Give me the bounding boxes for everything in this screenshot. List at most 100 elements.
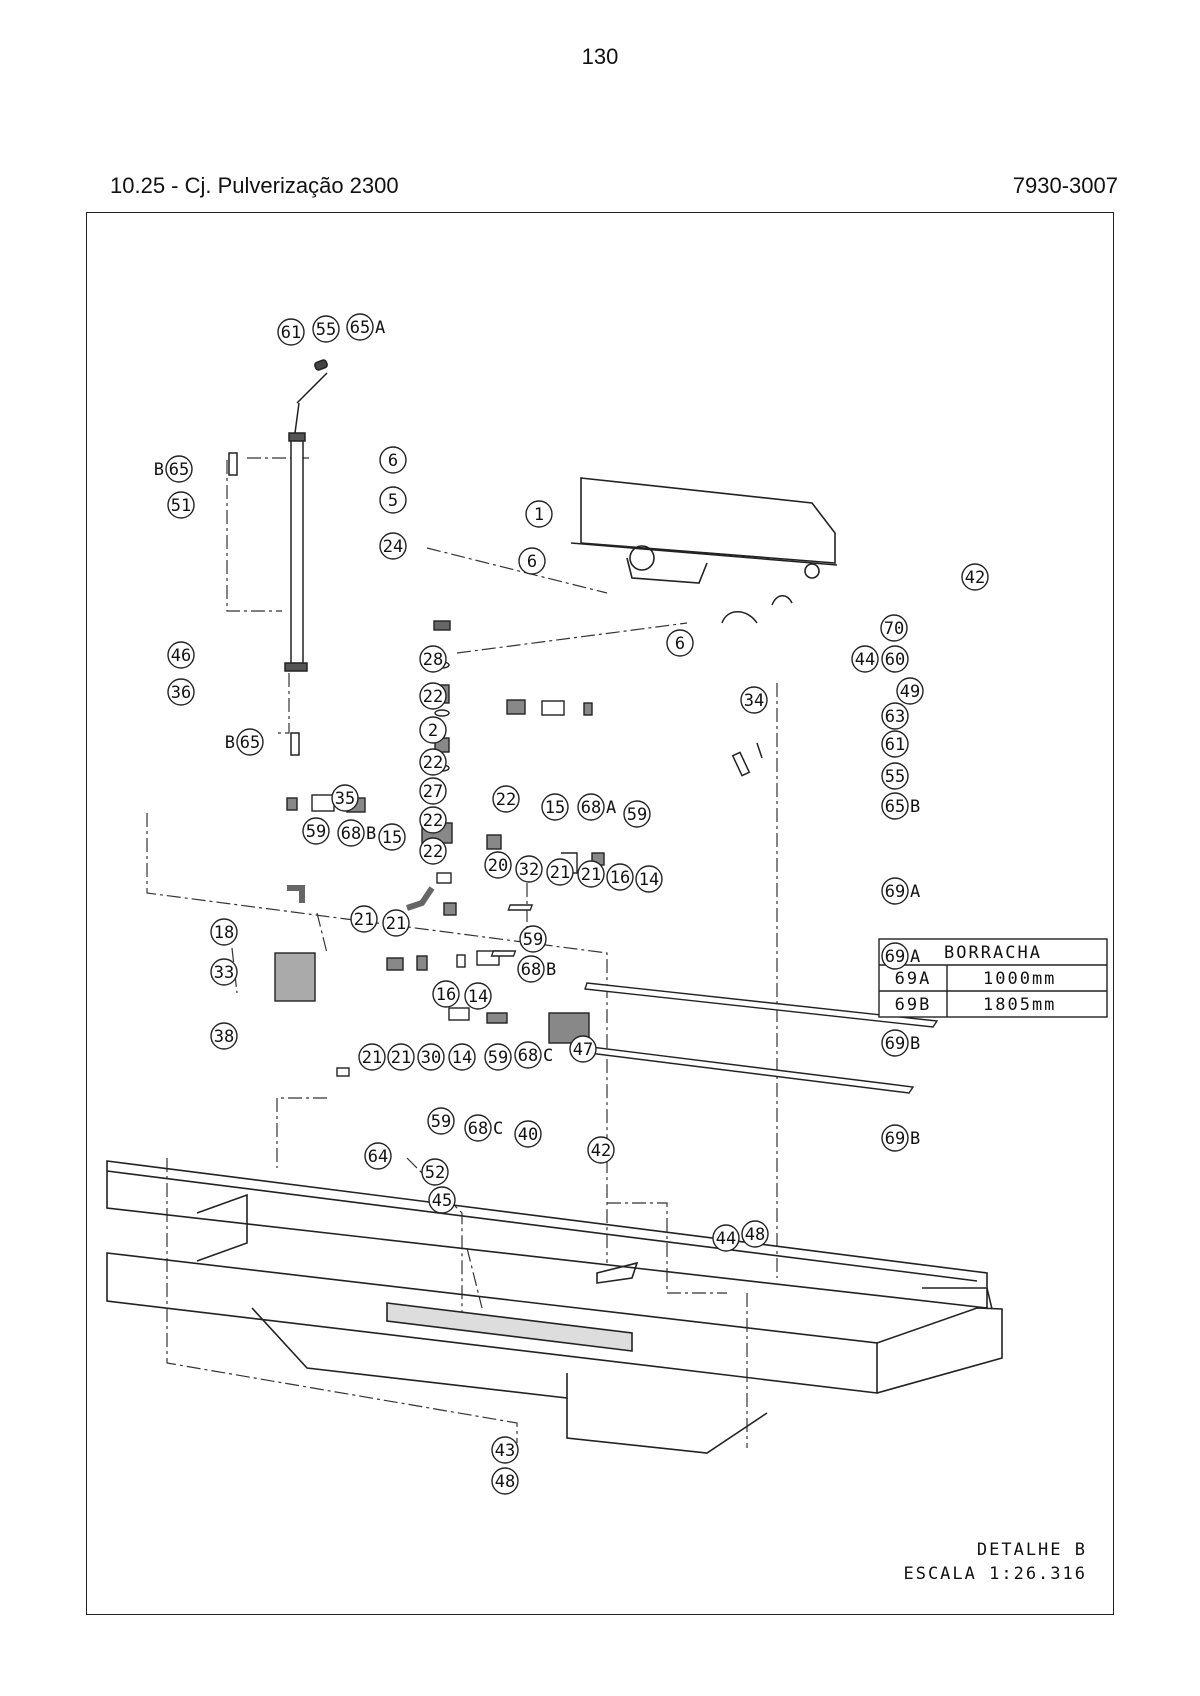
callout-suffix: B [910, 1034, 920, 1054]
callout-number: 61 [885, 735, 905, 755]
callout-balloon [740, 686, 768, 714]
part-callout: 59 [484, 1043, 512, 1071]
table-row-length: 1805mm [983, 995, 1056, 1015]
part-callout: 22 [419, 748, 447, 776]
callout-suffix: A [910, 882, 920, 902]
table-row-length: 1000mm [983, 969, 1056, 989]
callout-balloon [432, 980, 460, 1008]
callout-number: 61 [281, 323, 301, 343]
part-callout: 59 [519, 925, 547, 953]
callout-balloon [419, 682, 447, 710]
callout-balloon [881, 702, 909, 730]
callout-number: 55 [885, 767, 905, 787]
callout-balloon [378, 823, 406, 851]
part-callout: 21 [387, 1043, 415, 1071]
callout-number: 68 [521, 960, 541, 980]
callout-number: 20 [488, 856, 508, 876]
part-callout: 42 [961, 563, 989, 591]
callout-balloon [514, 1041, 542, 1069]
callout-balloon [419, 806, 447, 834]
callout-number: 52 [425, 1163, 445, 1183]
part-callout: 65B [154, 455, 193, 483]
part-callout: 59 [623, 800, 651, 828]
part-callout: 44 [851, 645, 879, 673]
callout-number: 27 [423, 782, 443, 802]
callout-number: 69 [885, 882, 905, 902]
callout-balloon [484, 851, 512, 879]
chassis-frame [106, 1160, 1003, 1454]
part-callout: 63 [881, 702, 909, 730]
part-callout: 61 [881, 730, 909, 758]
callout-number: 22 [423, 753, 443, 773]
part-callout: 55 [312, 315, 340, 343]
callout-number: 68 [518, 1046, 538, 1066]
borracha-table: BORRACHA 69A 1000mm 69B 1805mm [878, 938, 1108, 1018]
callout-number: 1 [534, 505, 544, 525]
callout-suffix: C [543, 1046, 553, 1066]
callout-balloon [518, 547, 546, 575]
callout-number: 48 [745, 1225, 765, 1245]
part-callout: 14 [635, 865, 663, 893]
part-callout: 16 [432, 980, 460, 1008]
callout-number: 18 [214, 923, 234, 943]
callout-number: 59 [306, 822, 326, 842]
part-callout: 21 [350, 905, 378, 933]
callout-balloon [712, 1224, 740, 1252]
callout-number: 44 [716, 1229, 736, 1249]
callout-balloon [519, 925, 547, 953]
callout-balloon [210, 958, 238, 986]
part-callout: 40 [514, 1120, 542, 1148]
part-callout: 1 [525, 500, 553, 528]
callout-balloon [881, 942, 909, 970]
callout-number: 65 [169, 460, 189, 480]
part-callout: 35 [331, 784, 359, 812]
callout-balloon [517, 955, 545, 983]
part-callout: 27 [419, 777, 447, 805]
part-callout: 15 [541, 793, 569, 821]
callout-balloon [421, 1158, 449, 1186]
callout-number: 21 [391, 1048, 411, 1068]
callout-number: 64 [368, 1147, 388, 1167]
callout-balloon [364, 1142, 392, 1170]
callout-balloon [419, 748, 447, 776]
callout-number: 51 [171, 496, 191, 516]
callout-balloon [577, 793, 605, 821]
callout-number: 34 [744, 691, 764, 711]
part-callout: 70 [880, 614, 908, 642]
table-title: BORRACHA [944, 943, 1042, 963]
callout-balloon [880, 614, 908, 642]
callout-number: 68 [468, 1119, 488, 1139]
callout-number: 40 [518, 1125, 538, 1145]
page-number: 130 [581, 44, 619, 69]
callout-number: 22 [496, 790, 516, 810]
callout-balloon [167, 678, 195, 706]
callout-balloon [569, 1035, 597, 1063]
detail-label: DETALHE B [977, 1540, 1087, 1560]
part-callout: 34 [740, 686, 768, 714]
part-callout: 60 [881, 645, 909, 673]
callout-balloon [379, 446, 407, 474]
callout-number: 28 [423, 650, 443, 670]
callout-number: 42 [965, 568, 985, 588]
callout-balloon [881, 792, 909, 820]
callout-balloon [606, 863, 634, 891]
callout-balloon [484, 1043, 512, 1071]
callout-balloon [491, 1467, 519, 1495]
callout-balloon [623, 800, 651, 828]
callout-number: 59 [488, 1048, 508, 1068]
callout-number: 6 [527, 552, 537, 572]
callout-number: 32 [519, 860, 539, 880]
part-callout: 2 [419, 716, 447, 744]
callout-balloon [881, 877, 909, 905]
callout-number: 5 [388, 491, 398, 511]
assembly-code: 7930-3007 [1012, 173, 1118, 198]
tank-outline [570, 477, 838, 584]
part-callout: 59 [427, 1107, 455, 1135]
callout-number: 14 [639, 870, 659, 890]
